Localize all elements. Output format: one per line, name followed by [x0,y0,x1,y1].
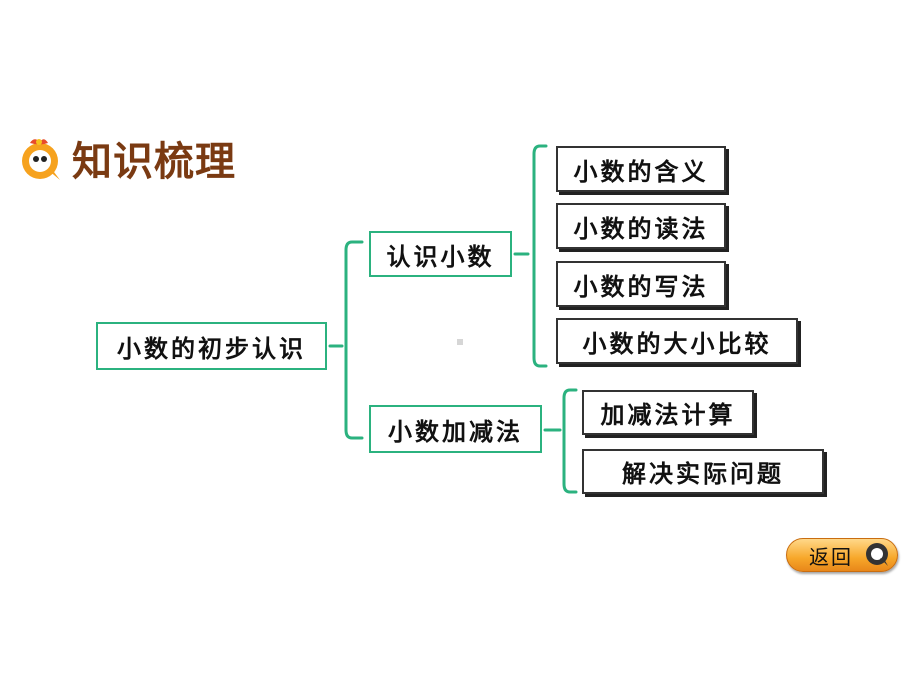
q-logo-icon [22,139,60,180]
page-title: 知识梳理 [72,139,236,185]
branch2-bracket-arc [562,388,578,494]
leaf-node: 加减法计算 [582,390,754,435]
back-button[interactable]: 返回 [786,538,898,572]
root-bracket-arc [344,240,364,440]
leaf-node: 解决实际问题 [582,449,824,494]
branch-node-decimal-add-subtract: 小数加减法 [369,405,542,453]
q-return-icon [866,543,888,566]
branch1-bracket-arc [532,144,548,368]
branch-node-recognize-decimals: 认识小数 [369,231,512,277]
section-heading: 知识梳理 [18,132,236,185]
center-marker [457,339,463,345]
back-button-label: 返回 [809,544,853,569]
leaf-node: 小数的大小比较 [556,318,798,364]
leaf-node: 小数的写法 [556,261,726,307]
leaf-node: 小数的含义 [556,146,726,192]
root-node: 小数的初步认识 [96,322,327,370]
leaf-node: 小数的读法 [556,203,726,249]
